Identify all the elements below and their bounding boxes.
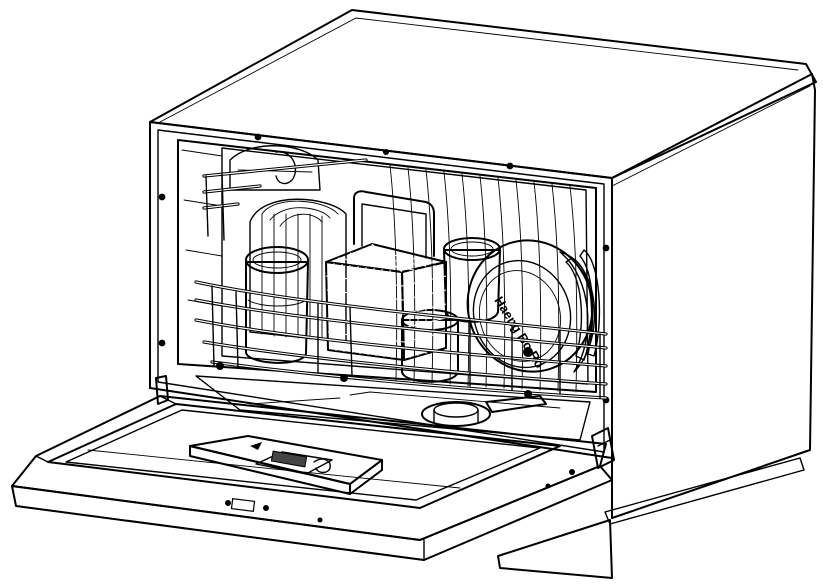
- cabinet-side-panel: [611, 73, 816, 519]
- upper-rack-wire: [202, 158, 368, 241]
- cabinet-top-panel: [149, 9, 817, 179]
- spray-arm: [421, 395, 547, 427]
- door-hinge-left: [155, 375, 169, 405]
- cabinet-front-frame: [149, 121, 613, 459]
- frame-screws: [158, 133, 610, 404]
- door-open: [11, 375, 615, 561]
- cutlery-basket: [325, 190, 447, 361]
- lower-rack-wire: [194, 280, 608, 400]
- door-latch: [225, 469, 575, 523]
- cup-left: [245, 246, 309, 364]
- detergent-dispenser: [189, 435, 383, 495]
- door-hinge-right: [591, 427, 615, 469]
- cabinet-base: [497, 519, 613, 579]
- plate-rack-tines: [565, 249, 601, 361]
- door-outer-panel: [11, 465, 613, 561]
